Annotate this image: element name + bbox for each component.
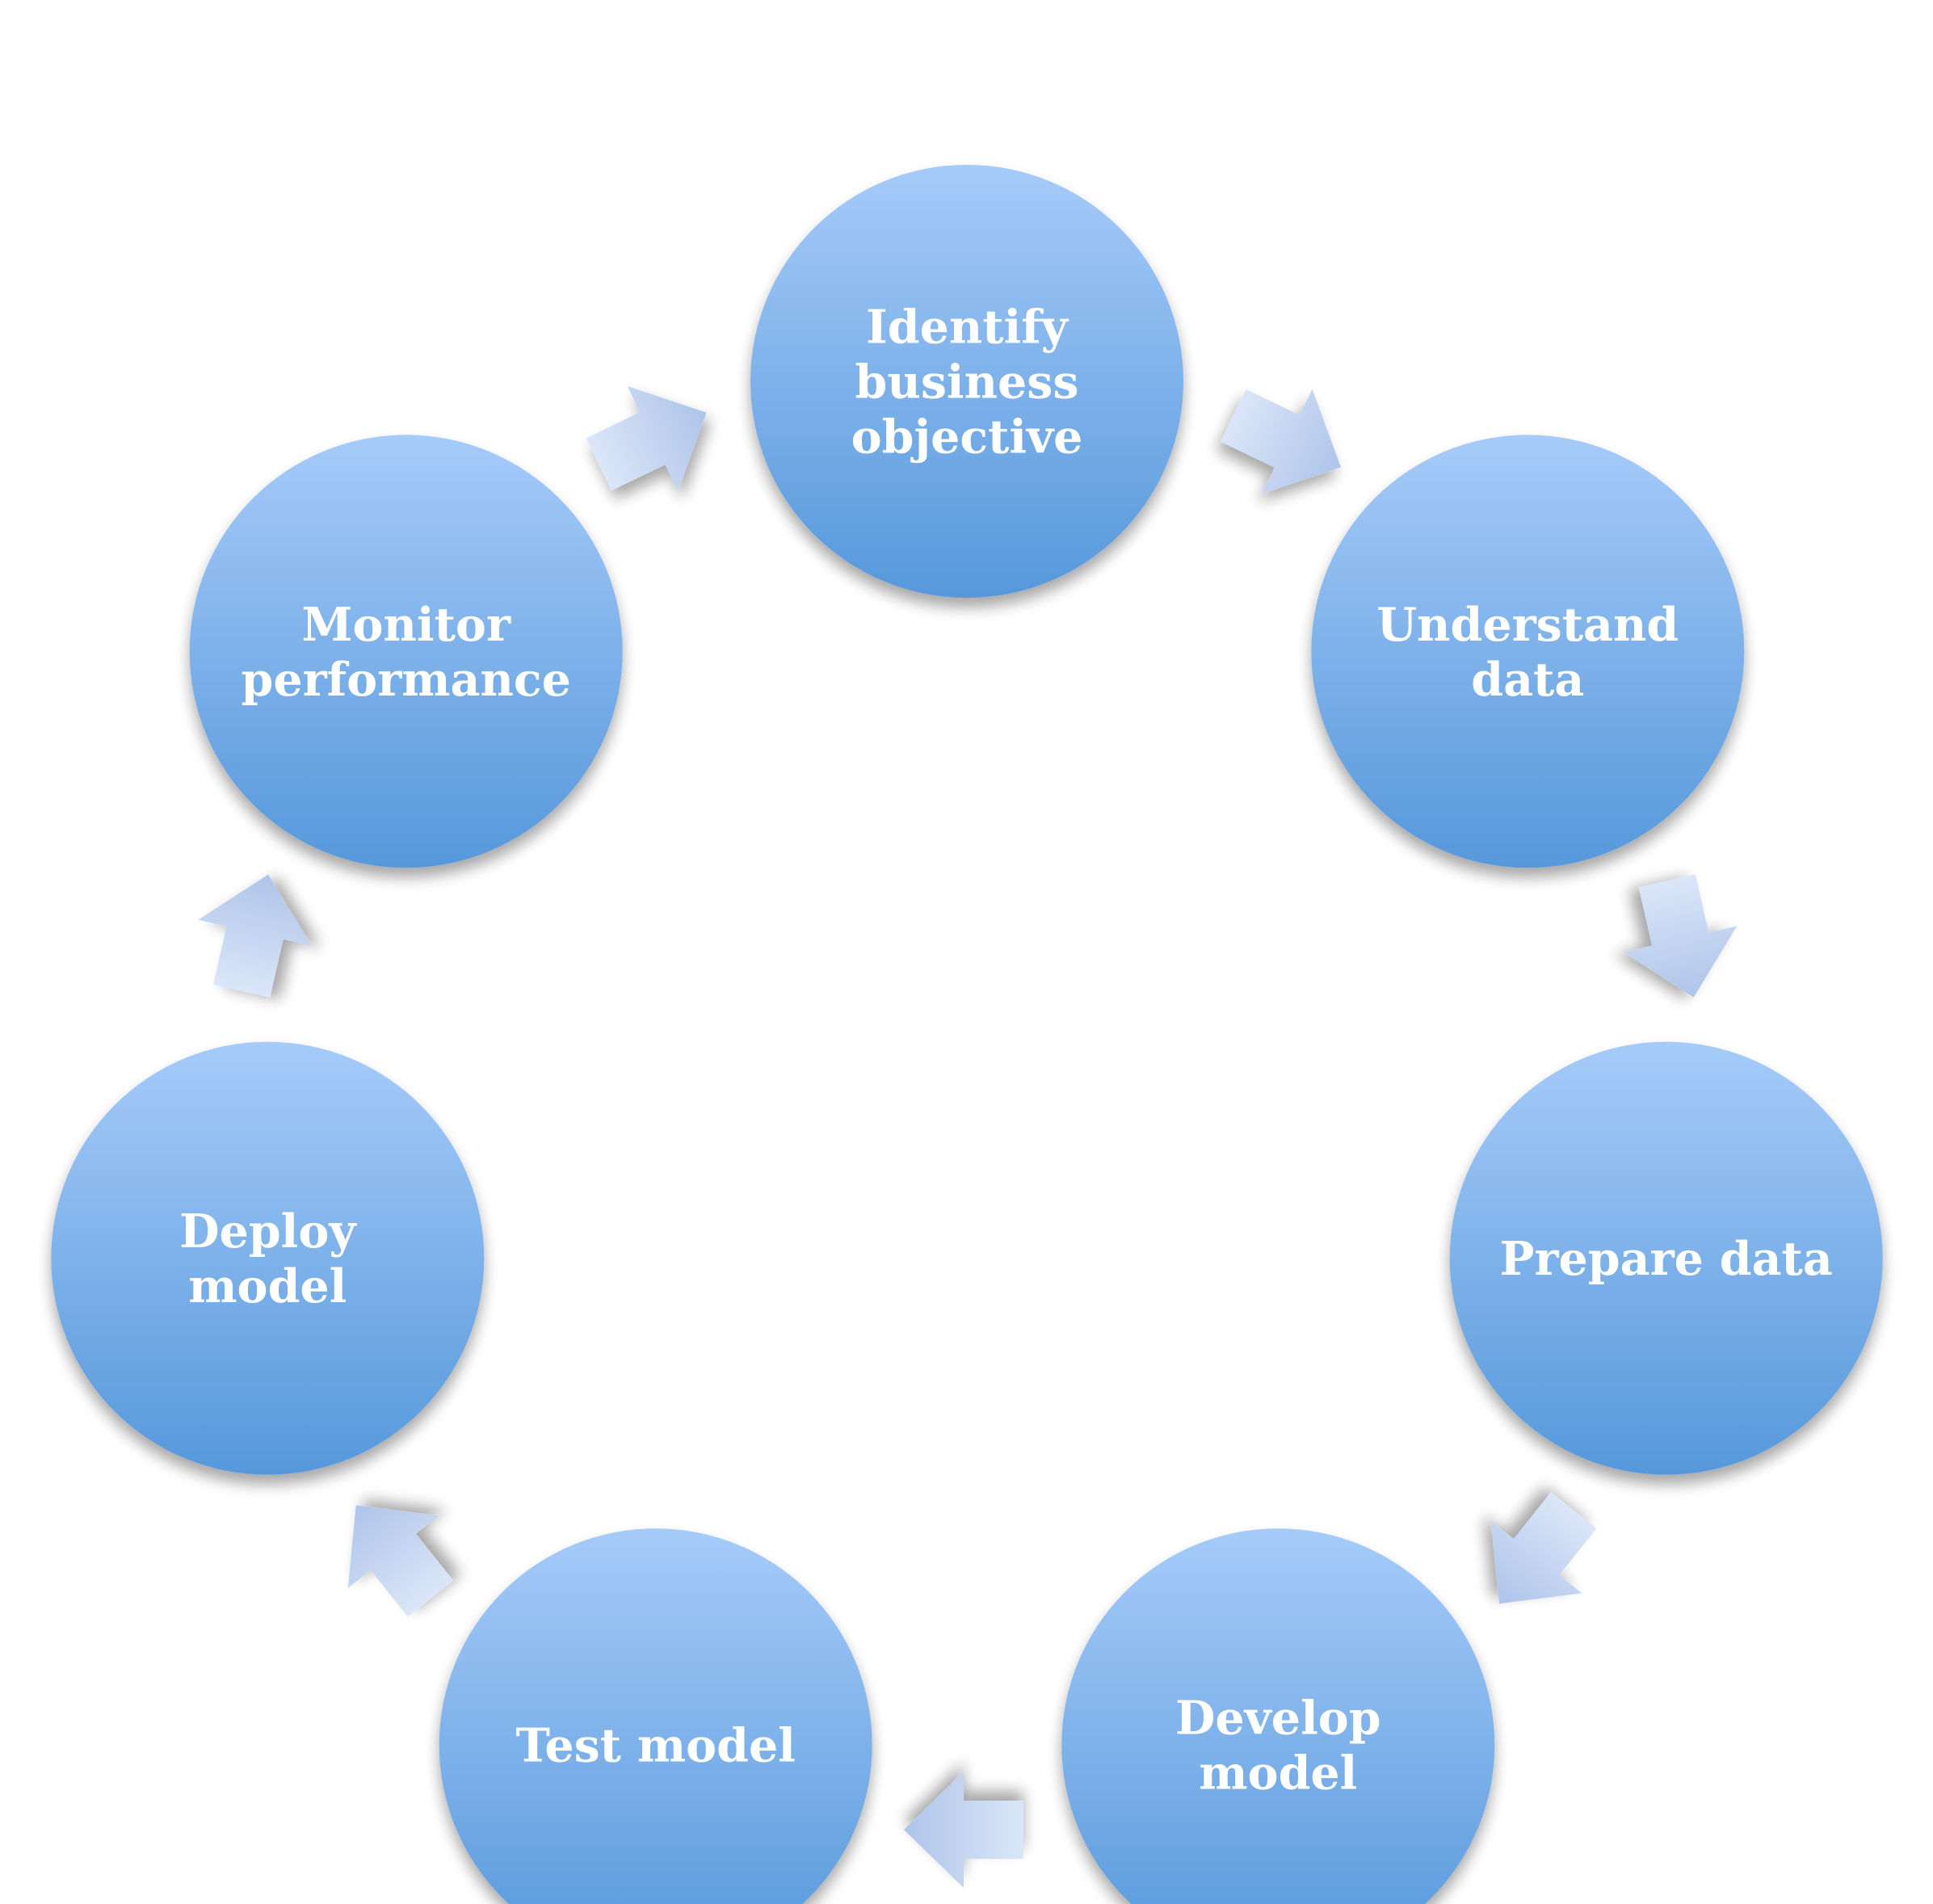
arrow-icon: [198, 874, 312, 998]
stage-label: Understand: [1376, 598, 1679, 652]
stage-label: Prepare data: [1500, 1232, 1833, 1286]
stage-circle: [1449, 1041, 1883, 1475]
stage-label: Deploy: [179, 1204, 357, 1259]
stage-label: model: [1199, 1746, 1357, 1801]
stage-label: performance: [242, 653, 571, 707]
stage-label: Monitor: [301, 598, 511, 652]
stage-circle: [1061, 1528, 1495, 1904]
stage-label: Identify: [866, 301, 1069, 355]
flow-arrows: [198, 385, 1738, 1888]
arrow-icon: [347, 1505, 454, 1617]
arrow-icon: [1221, 389, 1341, 494]
stage-test-model: Test model: [439, 1528, 872, 1904]
stage-label: objective: [851, 410, 1083, 464]
stage-circles: IdentifybusinessobjectiveUnderstanddataP…: [51, 165, 1883, 1904]
arrow-icon: [586, 385, 707, 491]
stage-label: Develop: [1175, 1692, 1381, 1746]
stage-label: business: [855, 355, 1079, 410]
stage-label: model: [188, 1259, 347, 1313]
stage-circle: [189, 435, 623, 868]
stage-label: data: [1471, 653, 1584, 707]
stage-label: Test model: [515, 1719, 796, 1773]
stage-prepare-data: Prepare data: [1449, 1041, 1883, 1475]
stage-circle: [750, 165, 1183, 598]
stage-circle: [439, 1528, 872, 1904]
arrow-icon: [904, 1772, 1023, 1888]
arrow-icon: [1623, 874, 1738, 998]
arrow-icon: [1490, 1492, 1597, 1604]
stage-circle: [51, 1041, 485, 1475]
stage-circle: [1311, 435, 1745, 868]
